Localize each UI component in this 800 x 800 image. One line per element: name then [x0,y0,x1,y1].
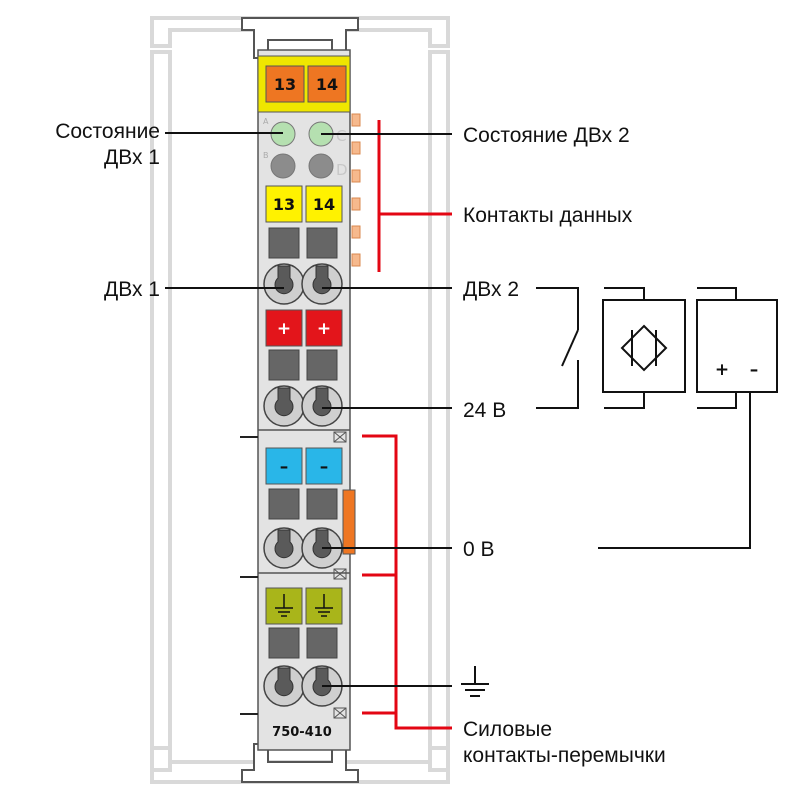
clamp-24v-left[interactable] [263,385,305,427]
jumper-contact-icon-3 [333,707,347,719]
part-number: 750-410 [272,725,332,740]
release-button-4-right[interactable] [306,627,338,659]
orange-side-jumper [342,489,356,555]
ground-symbol-icon [461,666,489,697]
svg-text:+: + [277,319,291,339]
svg-text:+: + [317,319,331,339]
top-clip [241,17,359,59]
jumper-contact-icon-2 [333,568,347,580]
top-marker-right: 14 [307,65,347,103]
release-button-3-left[interactable] [268,488,300,520]
svg-text:–: – [320,457,329,477]
bottom-clip [241,743,359,783]
data-contact-pads [351,113,361,267]
release-button-1-left[interactable] [268,227,300,259]
label-status-di1-line1: Состояние [55,120,160,143]
release-button-2-left[interactable] [268,349,300,381]
label-di2: ДВх 2 [463,278,519,301]
label-status-di1-line2: ДВх 1 [104,146,160,169]
clamp-ground-left[interactable] [263,665,305,707]
clamp-di1[interactable] [263,263,305,305]
release-button-4-left[interactable] [268,627,300,659]
svg-text:13: 13 [274,75,296,94]
label-data-contacts: Контакты данных [463,204,633,227]
label-power-jumper-line1: Силовые [463,718,552,741]
svg-text:14: 14 [316,75,338,94]
label-24v: 24 В [463,399,506,422]
led-letter-c: C [336,127,346,145]
status-led-d [308,153,334,179]
status-led-b [270,153,296,179]
release-button-3-right[interactable] [306,488,338,520]
svg-text:–: – [280,457,289,477]
marker-left: 13 [265,185,303,223]
release-button-1-right[interactable] [306,227,338,259]
release-button-2-right[interactable] [306,349,338,381]
proximity-sensor-icon [602,287,686,409]
ground-terminal-right [305,587,343,625]
clamp-24v-right[interactable] [301,385,343,427]
minus-terminal-right: – [305,447,343,485]
label-0v: 0 В [463,538,495,561]
marker-right: 14 [305,185,343,223]
led-letter-d: D [336,161,348,179]
label-power-jumper-line2: контакты-перемычки [463,744,666,767]
svg-text:14: 14 [313,195,335,214]
plus-terminal-right: + [305,309,343,347]
switch-contact-icon [536,287,579,409]
led-letter-b: B [263,151,269,160]
label-di1: ДВх 1 [104,278,160,301]
jumper-contact-icon-1 [333,431,347,443]
power-jumper-bracket [362,434,452,730]
data-contacts-bracket [377,120,452,272]
top-marker-left: 13 [265,65,305,103]
clamp-0v-left[interactable] [263,527,305,569]
clamp-di2[interactable] [301,263,343,305]
svg-text:13: 13 [273,195,295,214]
led-letter-a: A [263,117,269,126]
power-supply-plus: + [715,360,729,380]
plus-terminal-left: + [265,309,303,347]
label-status-di2: Состояние ДВх 2 [463,124,630,147]
minus-terminal-left: – [265,447,303,485]
ground-terminal-left [265,587,303,625]
power-supply-minus: – [750,360,759,380]
power-supply-icon [598,287,778,549]
leader-lines [165,132,452,687]
